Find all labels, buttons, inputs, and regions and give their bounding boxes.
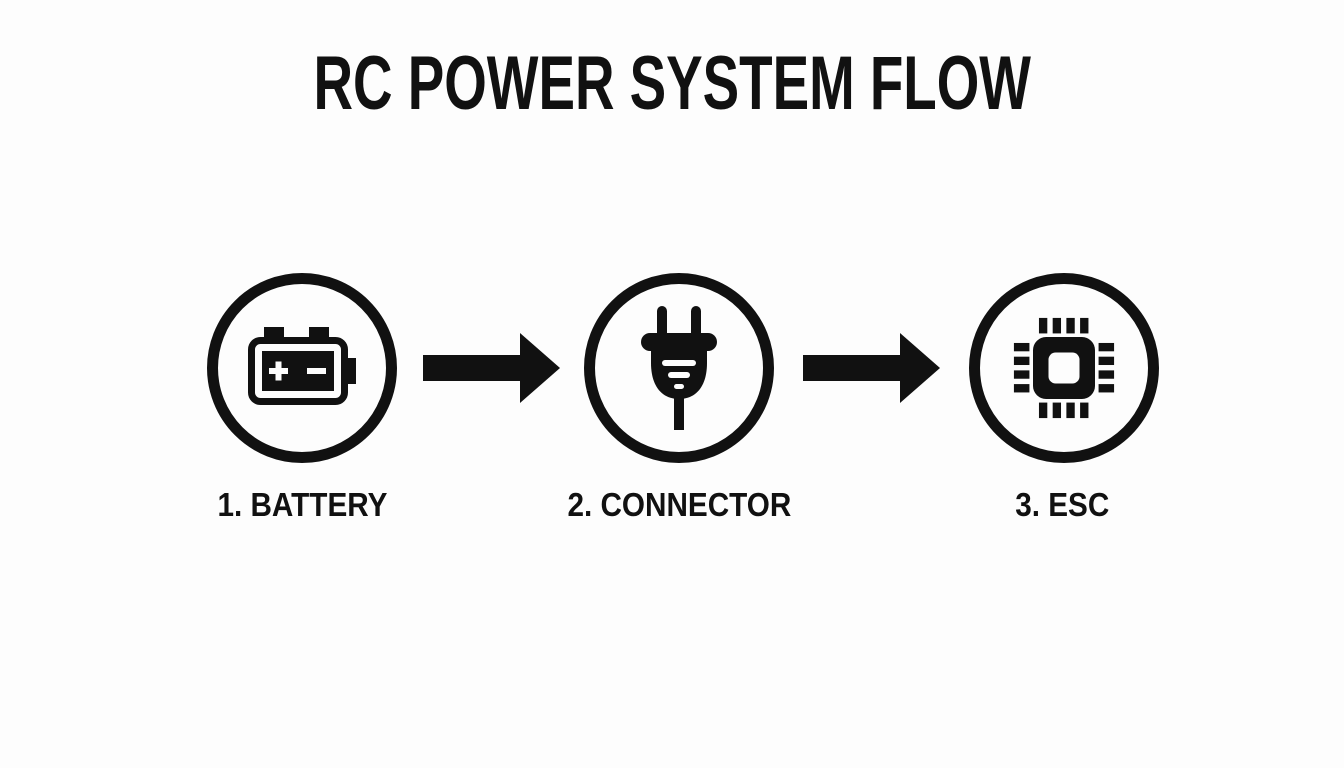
page-title: RC POWER SYSTEM FLOW: [0, 46, 1344, 122]
arrow-right-icon: [803, 333, 940, 403]
arrow-right-icon: [423, 333, 560, 403]
node-battery: [207, 273, 397, 463]
chip-icon: [1013, 317, 1115, 419]
node-connector: [584, 273, 774, 463]
label-connector-text: 2. CONNECTOR: [567, 486, 791, 523]
page-title-text: RC POWER SYSTEM FLOW: [313, 41, 1031, 126]
label-connector: 2. CONNECTOR: [509, 486, 849, 524]
label-esc: 3. ESC: [892, 486, 1232, 524]
plug-icon: [641, 306, 717, 430]
label-battery-text: 1. BATTERY: [217, 486, 387, 523]
label-battery: 1. BATTERY: [132, 486, 472, 524]
label-esc-text: 3. ESC: [1014, 486, 1110, 523]
node-esc: [969, 273, 1159, 463]
battery-icon: [248, 327, 356, 405]
